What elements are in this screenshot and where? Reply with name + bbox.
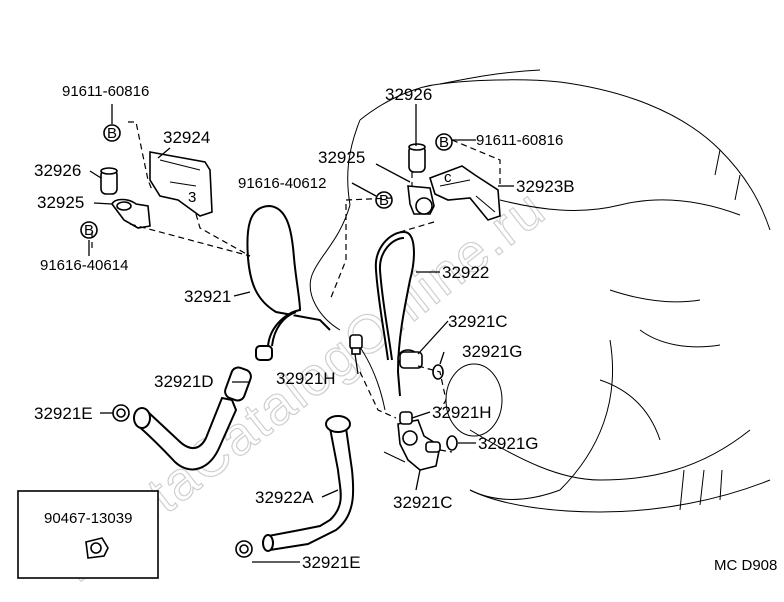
part-labels: 91611-60816 32924 32926 32925 91616-4061… xyxy=(34,83,575,572)
valve-32921C-top xyxy=(397,349,423,369)
bracket-32923B: c xyxy=(429,165,501,221)
label-91611-60816-right: 91611-60816 xyxy=(476,132,563,149)
bracket-32924: 3 xyxy=(149,151,213,217)
label-32925-mid: 32925 xyxy=(318,148,365,167)
svg-text:3: 3 xyxy=(188,189,196,206)
bolt-symbol-right: B xyxy=(435,133,453,151)
valve-32921C-lower xyxy=(383,419,441,471)
collar-32926-top xyxy=(408,143,426,173)
label-32922: 32922 xyxy=(442,263,489,282)
fitting-32921H-left xyxy=(349,334,363,355)
label-32922A: 32922A xyxy=(255,488,314,507)
label-32925-left: 32925 xyxy=(37,193,84,212)
label-91616-40612: 91616-40612 xyxy=(238,175,326,192)
svg-text:B: B xyxy=(379,192,389,209)
label-32926-top: 32926 xyxy=(385,85,432,104)
hose-32922A xyxy=(262,415,355,552)
dashed-guides xyxy=(91,121,501,453)
label-32921G-bottom: 32921G xyxy=(478,434,539,453)
bolt-symbol-left-bottom: B xyxy=(80,221,98,239)
hose-elbow-32921D xyxy=(133,345,273,471)
engine-outline xyxy=(309,69,771,513)
label-32921: 32921 xyxy=(184,287,231,306)
label-32926-left: 32926 xyxy=(34,161,81,180)
inset-part-number: 90467-13039 xyxy=(44,510,132,527)
bolt-symbol-left-top: B xyxy=(103,124,121,142)
inset-box: 90467-13039 xyxy=(17,490,159,579)
label-32921C-top: 32921C xyxy=(448,312,508,331)
svg-text:B: B xyxy=(84,222,94,239)
label-32921C-bottom: 32921C xyxy=(393,493,453,512)
bolt-symbol-mid: B xyxy=(375,191,393,209)
svg-text:c: c xyxy=(444,169,452,186)
leader-lines xyxy=(88,104,514,563)
label-32921D: 32921D xyxy=(154,372,214,391)
clamp-32925-mid xyxy=(407,185,435,215)
label-32921E-bottom: 32921E xyxy=(302,553,361,572)
clip-32921E-bottom xyxy=(235,540,253,558)
label-91616-40614: 91616-40614 xyxy=(40,257,128,274)
label-32921H-left: 32921H xyxy=(276,369,336,388)
label-91611-60816-left: 91611-60816 xyxy=(62,83,149,100)
clip-32921E-left xyxy=(112,404,130,422)
hose-32922 xyxy=(374,230,415,397)
label-32924: 32924 xyxy=(163,128,210,147)
diagram-code: MC D908 xyxy=(714,557,777,574)
label-32921G-top: 32921G xyxy=(462,342,523,361)
ring-32921G-bottom xyxy=(446,435,458,451)
svg-text:B: B xyxy=(439,134,449,151)
inset-clip-icon xyxy=(85,537,109,559)
hose-32921 xyxy=(246,204,331,347)
collar-32926-left xyxy=(100,167,118,195)
label-32921E-left: 32921E xyxy=(34,404,93,423)
fitting-32921H-right xyxy=(399,411,413,425)
label-32921H-right: 32921H xyxy=(432,403,492,422)
clamp-32925-left xyxy=(111,198,151,229)
svg-text:B: B xyxy=(107,125,117,142)
label-32923B: 32923B xyxy=(516,177,575,196)
